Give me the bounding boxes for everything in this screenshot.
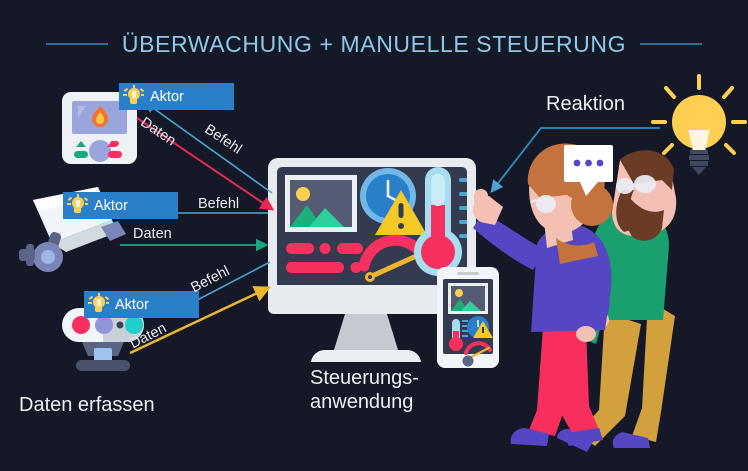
actor-badge-label: Aktor xyxy=(150,88,184,105)
actor-badge-label: Aktor xyxy=(115,296,149,313)
caption-collect-data: Daten erfassen xyxy=(19,394,155,416)
page-title: ÜBERWACHUNG + MANUELLE STEUERUNG xyxy=(0,26,748,62)
flow-robot-data-arrow xyxy=(129,286,272,355)
thermostat-device xyxy=(62,92,137,164)
actor-badge-label: Aktor xyxy=(94,197,128,214)
monitor-screen-widgets xyxy=(285,167,467,282)
speech-bubble xyxy=(564,145,613,196)
warning-triangle-icon xyxy=(375,190,427,235)
idea-lightbulb xyxy=(651,74,747,175)
bulb-icon xyxy=(123,85,144,108)
page-title-text: ÜBERWACHUNG + MANUELLE STEUERUNG xyxy=(121,30,627,57)
title-rule-right xyxy=(640,43,703,45)
flow-thermostat-data-arrow xyxy=(136,117,275,211)
caption-control-application: Steuerungs- anwendung xyxy=(310,367,419,413)
actor-badge-robot[interactable]: Aktor xyxy=(84,291,199,318)
bulb-icon xyxy=(67,194,88,217)
reaction-label: Reaktion xyxy=(546,93,625,115)
thermometer-icon xyxy=(414,167,467,276)
actor-badge-thermostat[interactable]: Aktor xyxy=(119,83,234,110)
robot-sensor-device xyxy=(62,308,144,371)
flow-reaction-arrow xyxy=(490,127,660,193)
flow-label-camera-data: Daten xyxy=(133,226,172,242)
title-rule-left xyxy=(45,43,108,45)
actor-badge-camera[interactable]: Aktor xyxy=(63,192,178,219)
control-application-monitor[interactable] xyxy=(268,158,476,362)
image-icon xyxy=(285,175,357,232)
flow-thermostat-command-arrow xyxy=(144,101,273,194)
bulb-icon xyxy=(88,293,109,316)
list-bars-icon xyxy=(286,243,363,273)
mobile-dashboard[interactable] xyxy=(437,267,499,368)
flow-label-camera-command: Befehl xyxy=(198,196,240,212)
